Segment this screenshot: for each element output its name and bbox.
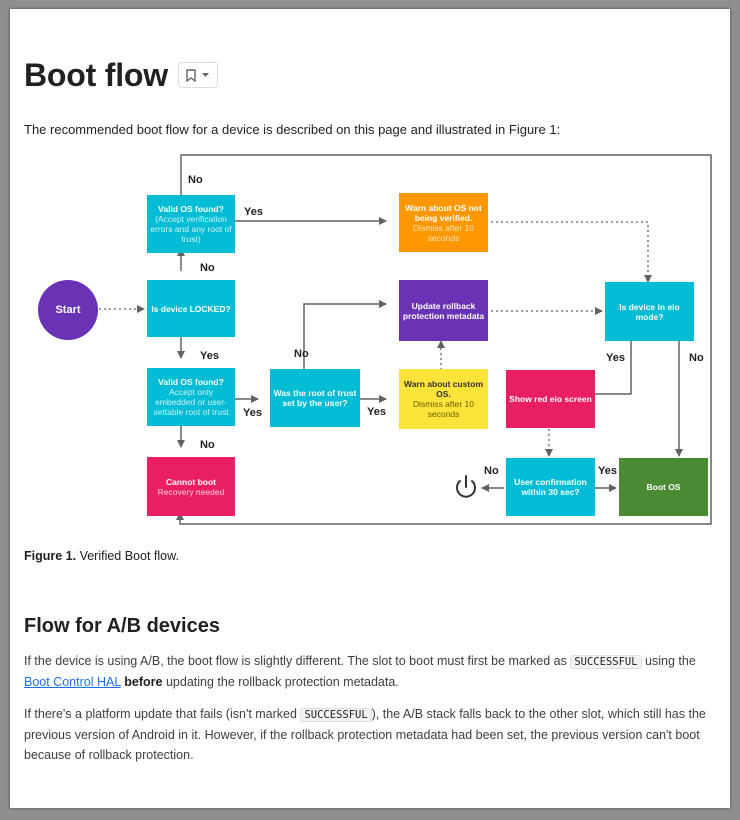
warn-custom-node: Warn about custom OS. Dismiss after 10 s…	[399, 369, 488, 429]
warn-os-title: Warn about OS not being verified.	[405, 202, 482, 223]
caption-text: Verified Boot flow.	[76, 549, 179, 563]
p2-text-a: If there's a platform update that fails …	[24, 707, 301, 721]
cannot-boot-node: Cannot boot Recovery needed	[147, 457, 235, 516]
valid-os-bottom-node: Valid OS found? Accept only embedded or …	[147, 368, 235, 426]
valid-os-bottom-title: Valid OS found?	[158, 377, 224, 387]
page-title: Boot flow	[24, 56, 168, 93]
valid-os-bottom-sub: Accept only embedded or user-settable ro…	[153, 387, 229, 417]
boot-os-node: Boot OS	[619, 458, 708, 516]
bookmark-icon	[186, 68, 197, 82]
label-yes-eio: Yes	[606, 352, 625, 364]
root-trust-title: Was the root of trust set by the user?	[273, 388, 357, 408]
red-eio-title: Show red eio screen	[509, 394, 592, 404]
eio-mode-node: Is device in eio mode?	[605, 282, 694, 341]
eio-mode-title: Is device in eio mode?	[619, 301, 680, 322]
p1-text-c: updating the rollback protection metadat…	[162, 675, 399, 689]
p1-code: SUCCESSFUL	[570, 655, 642, 669]
title-row: Boot flow	[24, 53, 218, 97]
label-no-valid-bottom: No	[200, 439, 215, 451]
label-no-eio: No	[689, 352, 704, 364]
warn-custom-title: Warn about custom OS.	[403, 379, 484, 399]
is-locked-node: Is device LOCKED?	[147, 280, 235, 337]
user-confirm-title: User confirmation within 30 sec?	[514, 477, 587, 497]
label-yes-top: Yes	[244, 206, 263, 218]
bookmark-button[interactable]	[177, 62, 218, 88]
label-no-locked: No	[200, 262, 215, 274]
paragraph-1: If the device is using A/B, the boot flo…	[24, 651, 714, 692]
warn-os-sub: Dismiss after 10 seconds	[413, 222, 474, 243]
figure-caption: Figure 1. Verified Boot flow.	[24, 549, 179, 563]
intro-text: The recommended boot flow for a device i…	[24, 122, 561, 137]
is-locked-title: Is device LOCKED?	[151, 303, 231, 314]
update-rollback-node: Update rollback protection metadata	[399, 280, 488, 341]
cannot-boot-sub: Recovery needed	[157, 486, 225, 497]
user-confirm-node: User confirmation within 30 sec?	[506, 458, 595, 516]
root-trust-node: Was the root of trust set by the user?	[270, 369, 360, 427]
paragraph-2: If there's a platform update that fails …	[24, 704, 714, 765]
label-no-top: No	[188, 174, 203, 186]
red-eio-node: Show red eio screen	[506, 370, 595, 428]
label-yes-locked: Yes	[200, 350, 219, 362]
p2-text-b: ), the A/B stack falls back to the other…	[24, 707, 706, 762]
start-node: Start	[38, 280, 98, 340]
diagram-connectors	[99, 154, 712, 525]
label-no-root: No	[294, 348, 309, 360]
p1-text-a: If the device is using A/B, the boot flo…	[24, 654, 571, 668]
cannot-boot-title: Cannot boot	[165, 476, 217, 487]
p2-code: SUCCESSFUL	[300, 708, 372, 722]
power-icon	[456, 475, 476, 498]
boot-control-hal-link[interactable]: Boot Control HAL	[24, 675, 121, 689]
p1-text-b: using the	[645, 654, 696, 668]
p1-strong: before	[124, 675, 163, 689]
boot-os-title: Boot OS	[646, 482, 681, 492]
valid-os-top-title: Valid OS found?	[158, 204, 224, 214]
label-yes-valid-bottom: Yes	[243, 407, 262, 419]
valid-os-top-sub: (Accept verification errors and any root…	[150, 214, 232, 244]
update-rollback-title: Update rollback protection metadata	[402, 300, 485, 321]
warn-custom-sub: Dismiss after 10 seconds	[413, 399, 474, 419]
label-yes-root: Yes	[367, 406, 386, 418]
label-no-confirm: No	[484, 465, 499, 477]
valid-os-top-node: Valid OS found? (Accept verification err…	[147, 195, 235, 253]
warn-os-node: Warn about OS not being verified. Dismis…	[399, 193, 488, 252]
boot-flow-diagram: Start Valid OS found? (Accept verificati…	[24, 149, 714, 539]
label-yes-confirm: Yes	[598, 465, 617, 477]
section-heading: Flow for A/B devices	[24, 615, 220, 637]
caption-label: Figure 1.	[24, 549, 77, 563]
chevron-down-icon	[202, 72, 210, 77]
document-page: Boot flow The recommended boot flow for …	[10, 9, 730, 808]
